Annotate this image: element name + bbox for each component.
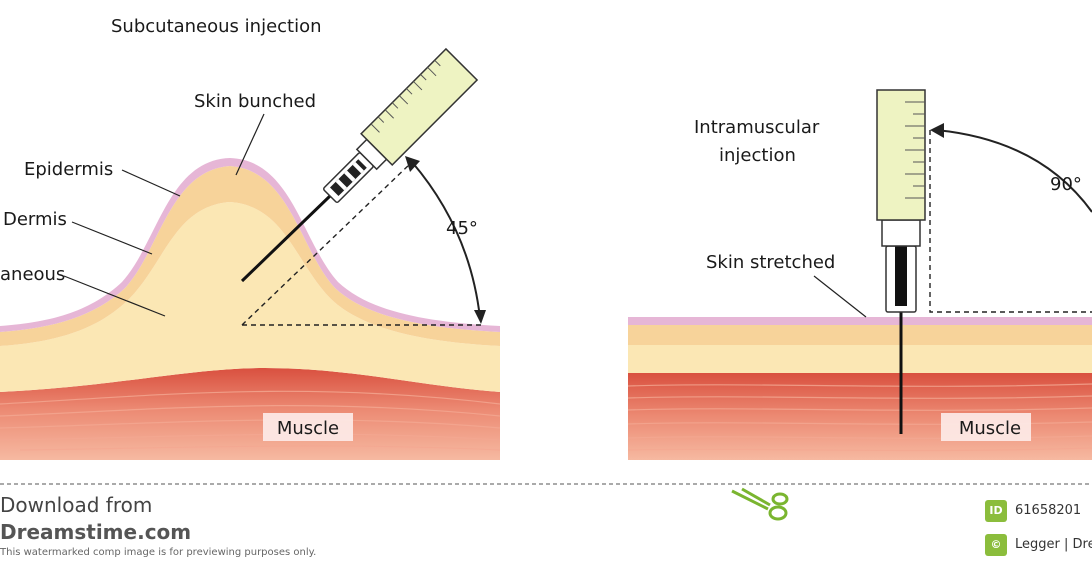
skin-stretched-label: Skin stretched: [706, 252, 835, 273]
muscle-label-left: Muscle: [263, 413, 353, 441]
dreamstime-link[interactable]: Dreamstime.com: [0, 520, 192, 544]
svg-text:Muscle: Muscle: [277, 418, 339, 439]
epidermis-layer-right: [628, 317, 1092, 325]
author-credit[interactable]: Legger | Dre: [1015, 537, 1092, 552]
angle-45-label: 45°: [446, 218, 478, 239]
scissors-icon: [731, 487, 789, 521]
image-id: 61658201: [1015, 503, 1082, 518]
watermark-note: This watermarked comp image is for previ…: [0, 547, 317, 558]
syringe-45-icon: [240, 47, 479, 283]
dermis-label: Dermis: [3, 209, 67, 230]
arrowhead-icon: [405, 156, 420, 172]
svg-text:Muscle: Muscle: [959, 418, 1021, 439]
syringe-90-icon: [876, 89, 926, 434]
copyright-icon: ©: [985, 534, 1007, 556]
intramuscular-title-line2: injection: [719, 145, 796, 166]
dermis-layer-left: [0, 166, 500, 346]
intramuscular-panel: Muscle Intramuscular injection Skin stre…: [627, 89, 1092, 460]
subcutaneous-panel: Muscle: [0, 16, 501, 460]
subcutaneous-label: aneous: [0, 264, 65, 285]
muscle-fibers-left: [0, 390, 501, 451]
muscle-label-right: Muscle: [941, 413, 1031, 441]
dermis-layer-right: [628, 325, 1092, 345]
watermark-footer: Download from Dreamstime.com This waterm…: [0, 487, 1092, 573]
arrowhead-icon: [474, 310, 486, 324]
subcutaneous-title: Subcutaneous injection: [111, 16, 322, 37]
skin-stretched-leader: [813, 275, 867, 318]
leader-lines-left: [63, 113, 265, 317]
subcutaneous-layer-left: [0, 202, 500, 392]
angle-reference-lines-right: [929, 130, 1092, 313]
download-text: Download from: [0, 493, 153, 517]
id-badge: ID: [985, 500, 1007, 522]
subcutaneous-layer-right: [628, 345, 1092, 373]
angle-reference-lines-left: [241, 161, 485, 326]
intramuscular-title-line1: Intramuscular: [694, 117, 820, 138]
skin-bunched-label: Skin bunched: [194, 91, 316, 112]
angle-arc-45: [411, 161, 481, 319]
angle-arc-90: [935, 129, 1092, 213]
arrowhead-icon: [930, 123, 944, 138]
epidermis-label: Epidermis: [24, 159, 113, 180]
angle-90-label: 90°: [1050, 174, 1082, 195]
injection-diagram: Muscle: [0, 16, 1092, 485]
